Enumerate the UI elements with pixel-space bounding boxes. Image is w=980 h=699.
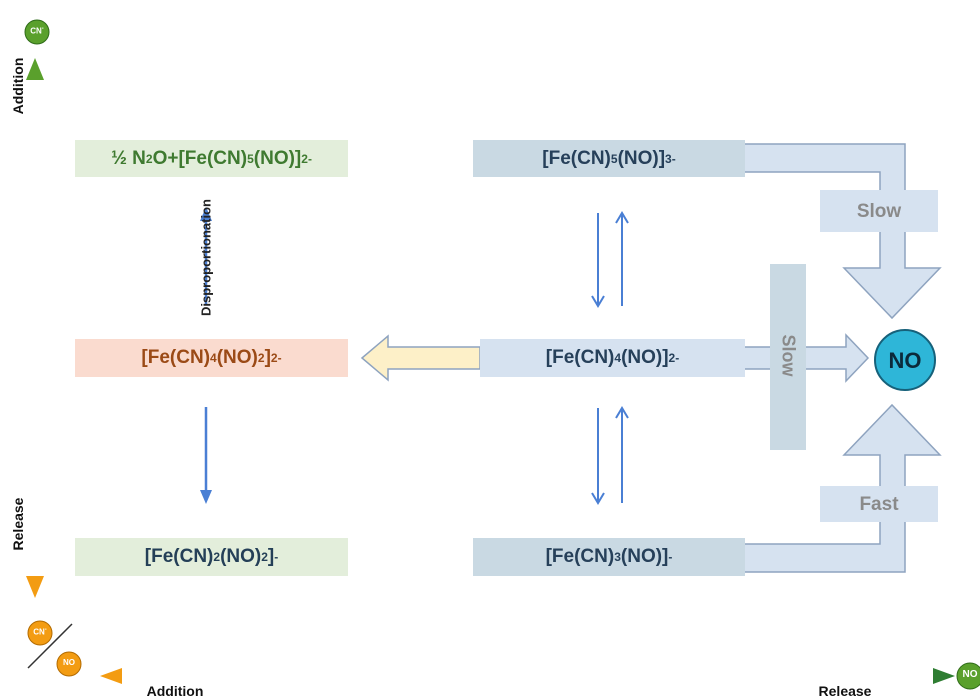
x-release-label: Release (818, 683, 872, 699)
species-bottom-right: [Fe(CN)3(NO)]- (473, 538, 745, 576)
cn-top-circle (24, 19, 50, 45)
species-mid-right: [Fe(CN)4(NO)]2- (480, 339, 745, 377)
disproportionation-label: Disproportionation (198, 199, 214, 316)
slow-bar-vertical (770, 264, 806, 450)
species-top-right: [Fe(CN)5(NO)]3- (473, 140, 745, 177)
fast-label: Fast (859, 494, 899, 515)
slow-label-vertical: Slow (778, 334, 799, 377)
slow-box-top (820, 190, 938, 232)
equilibrium-arrows-bottom (591, 406, 629, 505)
cn-top-text: CN- (30, 26, 44, 36)
disproportionation-arrowhead (200, 207, 212, 221)
equilibrium-arrows-top (591, 211, 629, 308)
no-center-label: NO (888, 348, 922, 373)
up-arrowhead (26, 58, 44, 80)
no-right-circle (956, 662, 980, 690)
species-bottom-left: [Fe(CN)2(NO)2]- (75, 538, 348, 576)
y-addition-label: Addition (10, 57, 26, 115)
fast-box (820, 486, 938, 522)
slow-label-top: Slow (856, 201, 902, 222)
cn-corner-circle (27, 620, 53, 646)
no-right-text: NO (962, 669, 978, 680)
x-addition-label: Addition (146, 683, 204, 699)
no-corner-text: NO (63, 658, 75, 667)
no-corner-circle (56, 651, 82, 677)
right-arrowhead (933, 668, 955, 684)
y-release-label: Release (10, 497, 26, 551)
left-arrowhead (100, 668, 122, 684)
cn-corner-text: CN- (33, 627, 47, 637)
left-large-arrow (360, 334, 481, 382)
no-circle (874, 329, 936, 391)
down-arrowhead-left (200, 490, 212, 504)
corner-slash (27, 623, 73, 669)
species-mid-left: [Fe(CN)4(NO)2]2- (75, 339, 348, 377)
down-arrowhead (26, 576, 44, 598)
